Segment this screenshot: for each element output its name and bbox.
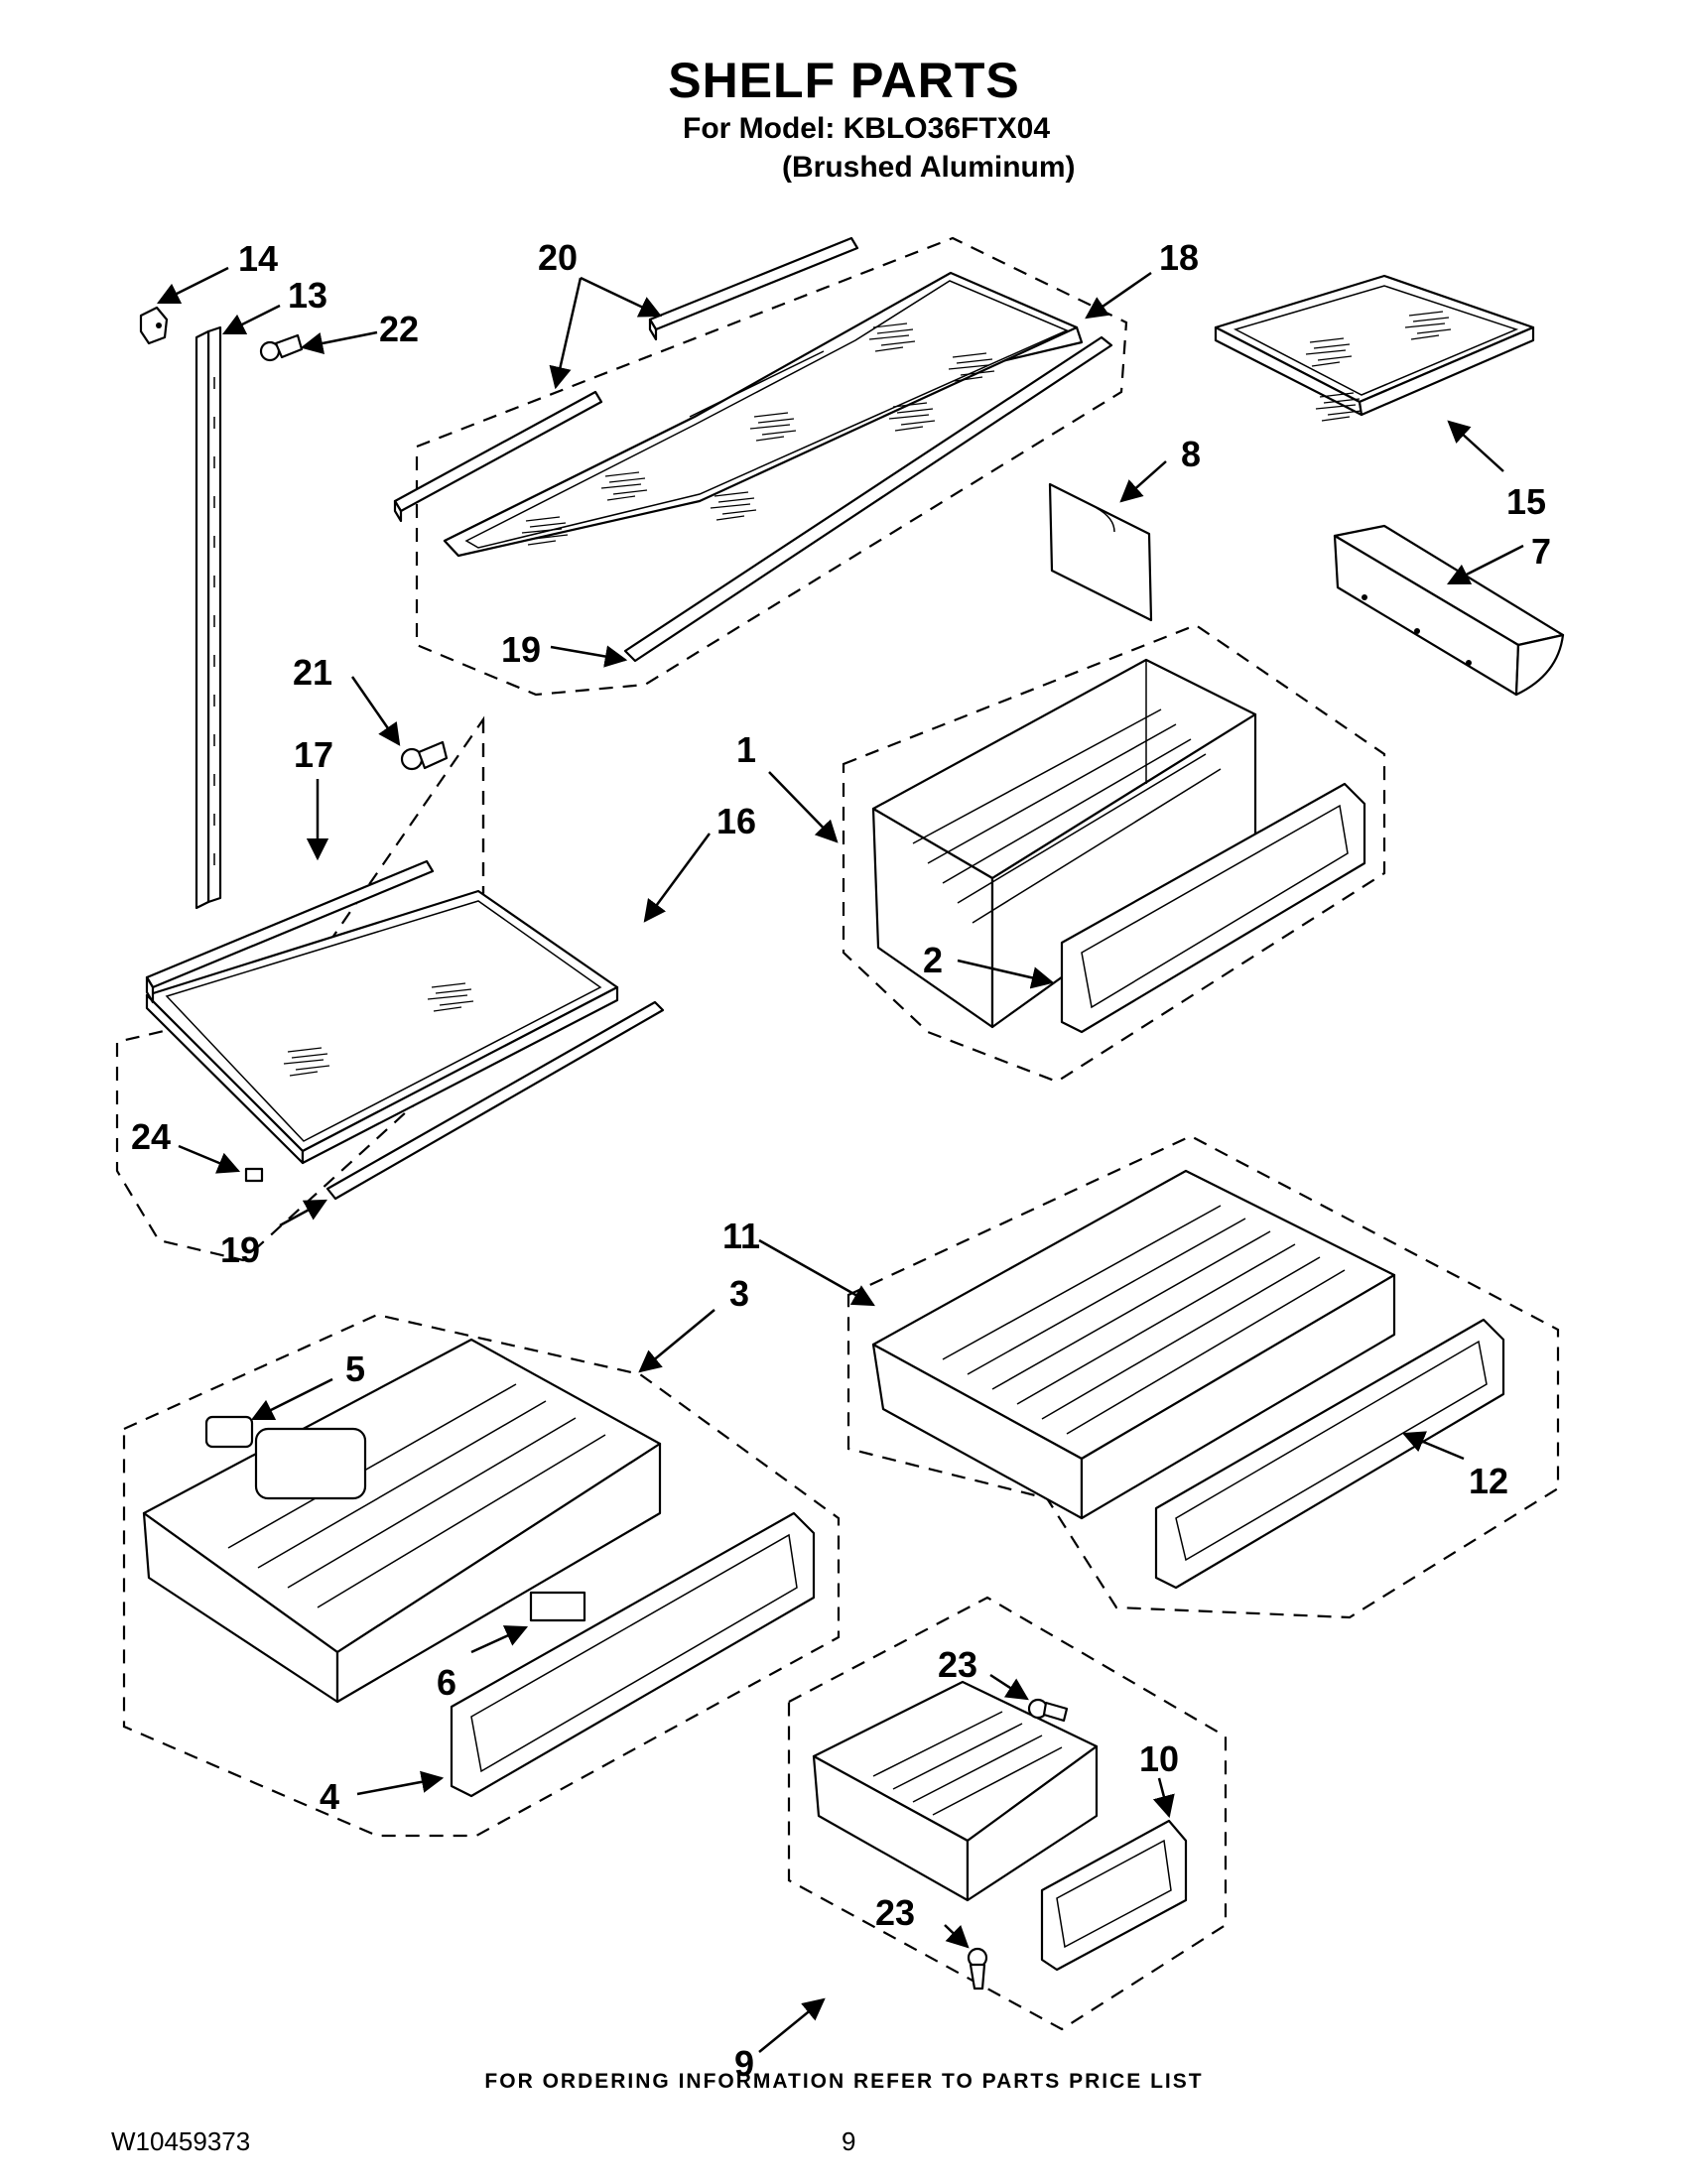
- callout-19-lower: 19: [220, 1229, 260, 1270]
- large-drawer-front: [1154, 1318, 1505, 1590]
- large-crisper-drawer: [871, 1169, 1396, 1520]
- callout-24: 24: [131, 1116, 171, 1157]
- shelf-side-trim-right: [648, 236, 859, 341]
- callout-20: 20: [538, 237, 578, 278]
- crisper-cover: [1333, 524, 1565, 697]
- drawer-label-holder: [529, 1591, 586, 1622]
- callout-22: 22: [379, 309, 419, 349]
- callout-9: 9: [734, 2043, 754, 2084]
- callout-11: 11: [722, 1216, 760, 1256]
- callout-7: 7: [1531, 531, 1551, 572]
- page-title: SHELF PARTS: [668, 53, 1020, 108]
- upper-crisper-drawer: [871, 658, 1257, 1029]
- deli-drawer-control: [204, 1415, 254, 1449]
- deli-drawer: [142, 1338, 662, 1704]
- callout-1: 1: [736, 729, 756, 770]
- rail-screw: [259, 333, 304, 362]
- shelf-mount-screw: [400, 740, 449, 771]
- callout-8: 8: [1181, 434, 1201, 474]
- callout-12: 12: [1469, 1461, 1508, 1501]
- callout-5: 5: [345, 1349, 365, 1389]
- page-number: 9: [842, 2126, 856, 2156]
- callout-19-upper: 19: [501, 629, 541, 670]
- callout-18: 18: [1159, 237, 1199, 278]
- callout-2: 2: [923, 940, 943, 980]
- single-glass-shelf: [145, 889, 619, 1165]
- callout-14: 14: [238, 238, 278, 279]
- crisper-divider: [1048, 482, 1153, 622]
- callout-23-upper: 23: [938, 1644, 977, 1685]
- double-glass-shelf: [443, 271, 1084, 558]
- shelf-side-trim-left: [393, 390, 603, 523]
- upper-drawer-front: [1060, 782, 1366, 1034]
- small-drawer-front: [1040, 1819, 1188, 1972]
- rail-end-cap: [139, 306, 169, 345]
- small-drawer: [812, 1680, 1099, 1902]
- single-shelf-front-trim: [325, 1000, 665, 1201]
- document-number: W10459373: [111, 2126, 251, 2156]
- callout-6: 6: [437, 1662, 456, 1703]
- shelf-ladder-rail: [195, 325, 222, 910]
- callout-4: 4: [320, 1776, 339, 1817]
- shelf-stop-clip: [244, 1167, 264, 1183]
- small-glass-shelf: [1214, 274, 1535, 422]
- callout-16: 16: [716, 801, 756, 841]
- small-drawer-screw-top: [1027, 1698, 1069, 1723]
- drawer-assembly-outline-9: [787, 1596, 1228, 2031]
- single-shelf-side-trim: [145, 859, 435, 1004]
- callout-3: 3: [729, 1273, 749, 1314]
- callout-10: 10: [1139, 1738, 1179, 1779]
- callout-21: 21: [293, 652, 332, 693]
- model-line: For Model: KBLO36FTX04: [683, 112, 1051, 145]
- finish-line: (Brushed Aluminum): [782, 151, 1076, 184]
- callout-17: 17: [294, 734, 333, 775]
- deli-drawer-front: [450, 1511, 816, 1798]
- drawer-assembly-outline-3: [122, 1313, 841, 1838]
- shelf-front-trim: [623, 335, 1113, 663]
- single-shelf-assembly-outline: [115, 715, 485, 1262]
- drawer-assembly-outline-11: [846, 1134, 1560, 1619]
- drawer-assembly-outline-1: [842, 623, 1386, 1084]
- small-drawer-screw-bottom: [967, 1947, 988, 1991]
- callout-numbers: 14 13 22 20 18 8 15 7 19 21 17 16 1 2 24…: [131, 237, 1551, 2084]
- callout-23-lower: 23: [875, 1892, 915, 1933]
- callout-15: 15: [1506, 481, 1546, 522]
- ordering-note: FOR ORDERING INFORMATION REFER TO PARTS …: [484, 2070, 1204, 2093]
- callout-13: 13: [288, 275, 327, 316]
- shelf-assembly-outline: [415, 236, 1128, 697]
- leader-lines: [156, 266, 1524, 2053]
